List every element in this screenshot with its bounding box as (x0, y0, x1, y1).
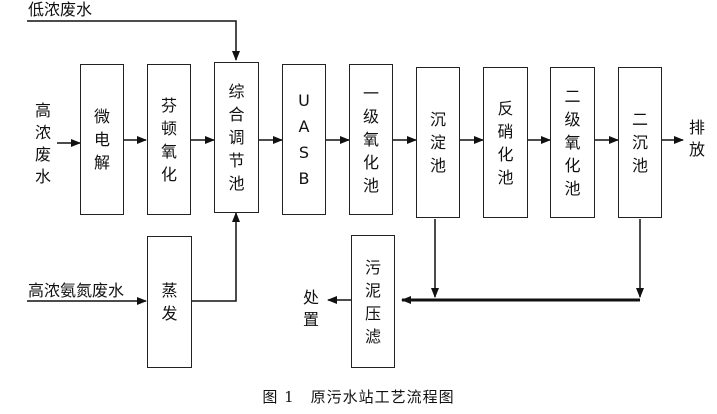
box-secondary-oxidation: 二级氧化池 (550, 67, 595, 218)
box-equalization: 综合调节池 (214, 62, 259, 213)
arrow-low-conc-to-equalization (27, 20, 240, 61)
box-sludge-filter: 污泥压滤 (351, 235, 395, 368)
input-low-conc-label: 低浓废水 (28, 0, 93, 19)
label-fenton: 芬顿氧化 (160, 95, 177, 184)
arrow-evaporation-to-equalization (192, 212, 240, 302)
figure-caption: 图 1 原污水站工艺流程图 (262, 388, 455, 406)
box-secondary-clarifier: 二沉池 (618, 67, 662, 218)
box-fenton: 芬顿氧化 (147, 64, 191, 215)
box-uasb: UASB (282, 64, 326, 215)
box-micro-electrolysis: 微电解 (80, 64, 124, 215)
label-sedimentation: 沉淀池 (429, 110, 446, 175)
label-equalization: 综合调节池 (228, 82, 245, 193)
label-uasb: UASB (298, 90, 310, 188)
input-high-ammonia-label: 高浓氨氮废水 (28, 281, 125, 300)
label-secondary-clarifier: 二沉池 (631, 110, 648, 175)
box-evaporation: 蒸发 (147, 236, 192, 368)
box-denitrification: 反硝化池 (483, 67, 528, 218)
input-high-conc-label: 高浓废水 (34, 101, 51, 186)
box-primary-oxidation: 一级氧化池 (349, 64, 393, 215)
output-disposal-label: 处置 (302, 288, 319, 329)
output-discharge-label: 排放 (688, 118, 705, 159)
label-secondary-oxidation: 二级氧化池 (564, 87, 581, 198)
label-evaporation: 蒸发 (161, 281, 178, 323)
box-sedimentation: 沉淀池 (416, 67, 460, 218)
label-micro-electrolysis: 微电解 (93, 107, 110, 172)
label-sludge-filter: 污泥压滤 (364, 257, 381, 346)
label-primary-oxidation: 一级氧化池 (362, 84, 379, 195)
label-denitrification: 反硝化池 (497, 98, 514, 187)
